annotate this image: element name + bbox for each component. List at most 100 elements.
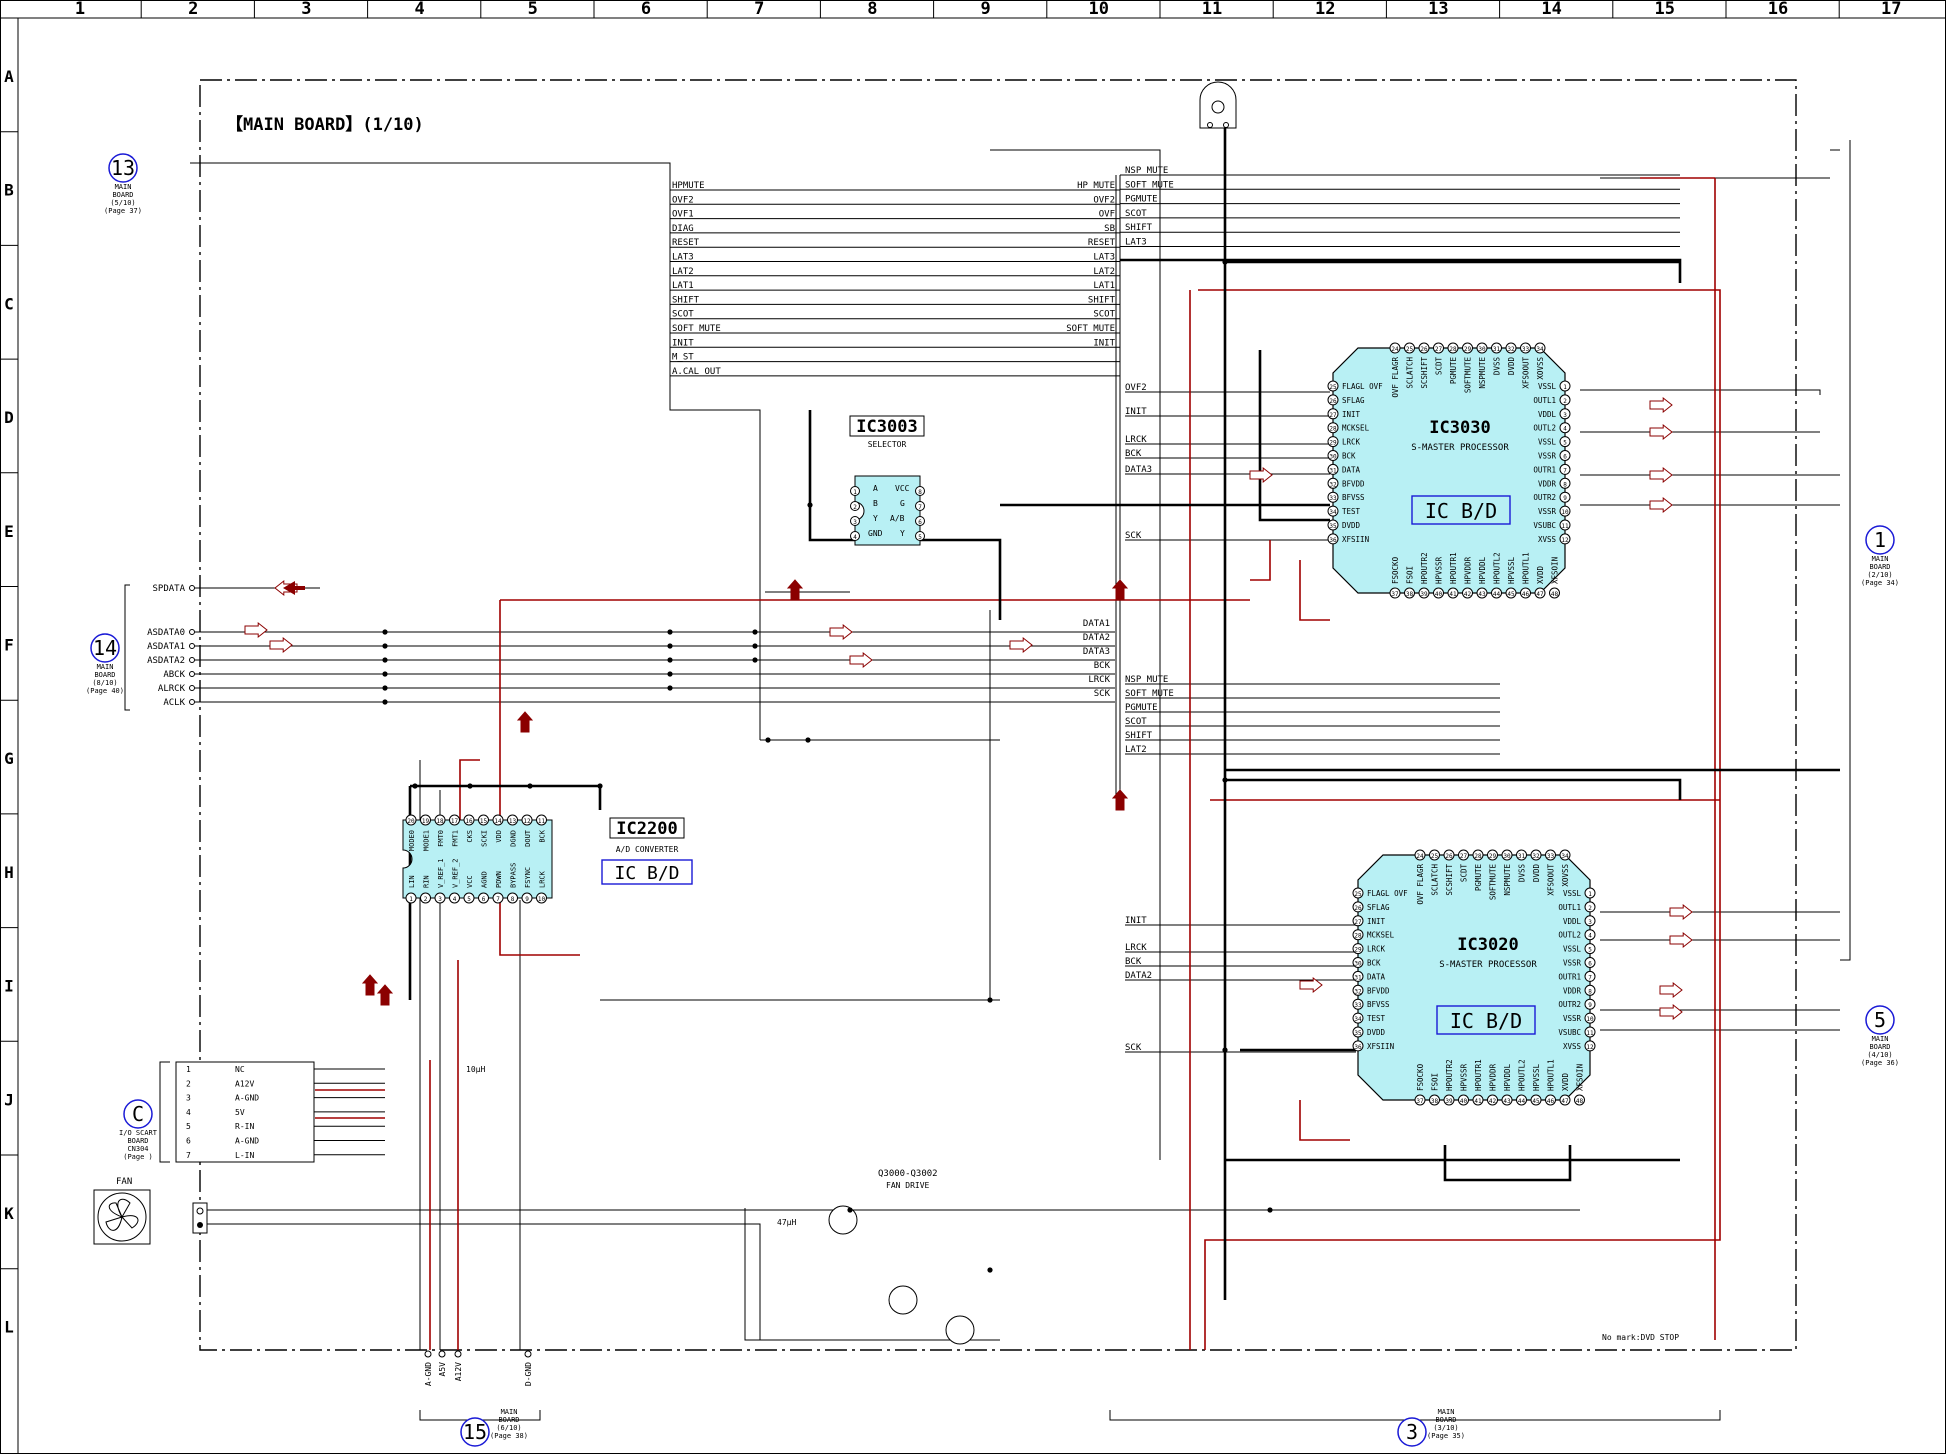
ic3020-pin-num: 43 — [1503, 1098, 1511, 1105]
ic3020-pin-num: 12 — [1586, 1044, 1594, 1051]
ic3003-pin-gnd: GND — [868, 529, 883, 538]
ic2200-pin-num: 15 — [480, 818, 488, 825]
junction-dot — [847, 1207, 853, 1213]
ic3030-pin-num: 42 — [1464, 591, 1472, 598]
mid-label: BCK — [1125, 449, 1142, 459]
ic3030-pin — [1559, 408, 1571, 420]
ic3030-pin-label: VDDR — [1538, 479, 1557, 488]
signal-arrow-icon — [1299, 976, 1323, 994]
ic2200-pin — [463, 892, 475, 904]
ic3020-pin — [1530, 1094, 1542, 1106]
mid-label3: SHIFT — [1125, 731, 1153, 741]
ic3020-pin — [1458, 849, 1469, 861]
ref-line: (8/10) — [92, 679, 117, 687]
right-bus-label: SHIFT — [1088, 295, 1116, 305]
grid-col-11: 11 — [1202, 0, 1222, 19]
ic2200-pin-num: 9 — [525, 896, 529, 903]
ic3030-pin-num: 29 — [1329, 440, 1337, 447]
ic2200-pin — [492, 814, 504, 826]
ic3030-pin — [1534, 342, 1546, 354]
ic3020-pin — [1352, 1040, 1364, 1052]
ic3030-pin-num: 4 — [1563, 426, 1567, 433]
ic3020-pin-label: SCSHIFT — [1445, 864, 1454, 896]
signal-arrow-up-icon — [516, 711, 534, 733]
asdata-terminal — [189, 657, 195, 663]
grid-col-6: 6 — [641, 0, 651, 19]
ic2200-pin-num: 5 — [467, 896, 471, 903]
top-connector-pin-r — [1223, 122, 1229, 128]
ic3030-pin-num: 1 — [1563, 384, 1567, 391]
ic3030-pin — [1559, 436, 1571, 448]
ic3020-pin-num: 26 — [1354, 905, 1362, 912]
ic3020-pin-num: 46 — [1547, 1098, 1555, 1105]
grid-row-B: B — [4, 181, 14, 200]
ic3030-pin-num: 33 — [1329, 495, 1337, 502]
ic3030-pin — [1476, 587, 1488, 599]
mid-label2: SCK — [1094, 689, 1111, 699]
ic3020-pin-num: 6 — [1588, 961, 1592, 968]
ref-line: (Page 38) — [490, 1432, 528, 1440]
ref-line: (Page 36) — [1861, 1059, 1899, 1067]
ic3020-pin-label: HPOUTR1 — [1474, 1059, 1483, 1091]
ic3030-name: IC3030 — [1429, 418, 1490, 438]
ic3003-pin — [915, 501, 925, 511]
grid-row-K: K — [4, 1204, 14, 1223]
ic3030-pin-label: FSOI — [1406, 566, 1415, 584]
inductor-label2: 10μH — [466, 1065, 485, 1074]
ic3030-pin — [1559, 519, 1571, 531]
ic3020-pin — [1352, 915, 1364, 927]
ic3030-pin-num: 31 — [1329, 467, 1337, 474]
right-bus-label: RESET — [1088, 238, 1116, 248]
ic3020-pin-num: 33 — [1547, 853, 1555, 860]
signal-arrow-icon — [1669, 931, 1693, 949]
ic3030-pin — [1389, 587, 1401, 599]
ic3020-pin-label: HPOUTL2 — [1518, 1059, 1527, 1091]
ic3030-pin — [1559, 505, 1571, 517]
ic3020-pin — [1352, 1026, 1364, 1038]
ic3030-pin-label: SOFTMUTE — [1464, 357, 1473, 394]
wire — [1840, 140, 1851, 961]
ic3003: IC3003 SELECTOR A B Y GND VCC G A/B Y 12… — [849, 415, 925, 546]
ref-number: 15 — [463, 1420, 487, 1444]
ic2200-pin-num: 4 — [453, 896, 457, 903]
ic3020-pin-label: OUTL2 — [1558, 931, 1581, 940]
signal-arrow-icon — [1659, 1003, 1683, 1021]
ic3030-pin-label: SFLAG — [1342, 396, 1365, 405]
ic3030-pin — [1327, 505, 1339, 517]
ic3030-pin-num: 47 — [1536, 591, 1544, 598]
junction-dot — [467, 783, 473, 789]
ic2200-pin — [405, 892, 417, 904]
ic3020-pin — [1584, 915, 1596, 927]
ic3030-tag-box — [1411, 495, 1511, 525]
signal-arrow-icon — [1649, 396, 1673, 414]
ic2200-pin-num: 16 — [465, 818, 473, 825]
transistors — [828, 1205, 975, 1345]
ic3020-pin-label: VDDR — [1563, 986, 1582, 995]
ic3030-pin — [1520, 587, 1531, 599]
junction-dot — [382, 685, 388, 691]
ic3030-pin-label: VSSR — [1538, 507, 1557, 516]
right-bus-label: SCOT — [1093, 310, 1115, 320]
right-bus-labels: HP MUTEOVF2OVFSBRESETLAT3LAT2LAT1SHIFTSC… — [1066, 166, 1174, 348]
ic3030-pin-label: FLAGL OVF — [1342, 382, 1383, 391]
ic3020-pin — [1429, 849, 1440, 861]
ic3030-pin-num: 2 — [1563, 398, 1567, 405]
signal-arrow-up-icon — [361, 974, 379, 996]
grid-row-L: L — [4, 1318, 14, 1337]
ic3003-pin — [915, 486, 925, 496]
ic3003-pin — [850, 501, 860, 511]
right-bus2-label: SHIFT — [1125, 223, 1153, 233]
ic3030-pin — [1433, 342, 1444, 354]
ic3030-pin-num: 3 — [1563, 412, 1567, 419]
signal-arrow-icon — [1009, 636, 1033, 654]
ic3003-pin-y: Y — [873, 514, 878, 523]
ic3030-pin-num: 40 — [1435, 591, 1443, 598]
ic3020-pin-label: XFSOOUT — [1547, 864, 1556, 896]
ic3030-pin — [1327, 463, 1339, 475]
fan-box — [93, 1189, 151, 1245]
wire-red — [499, 600, 580, 956]
ic3030-pin-num: 38 — [1406, 591, 1414, 598]
ic2200-pin-label: CKS — [466, 830, 474, 843]
